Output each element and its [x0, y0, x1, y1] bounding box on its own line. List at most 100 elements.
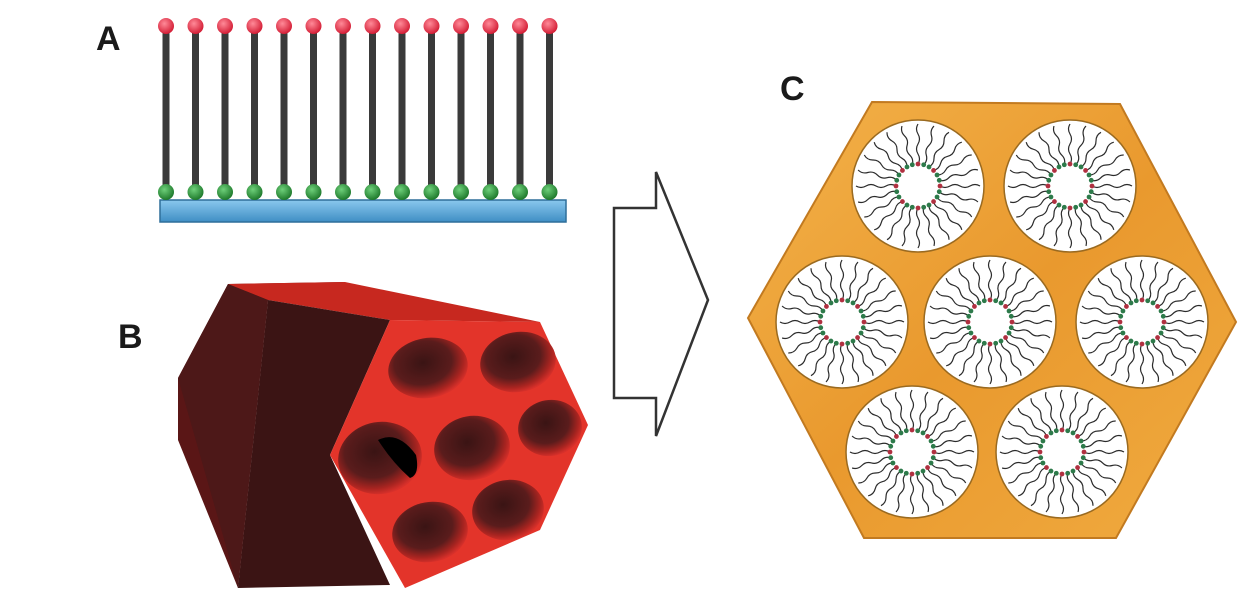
surfactant-tail	[1011, 319, 1053, 325]
hydrocarbon-chain	[310, 28, 317, 190]
surfactant-tail	[1081, 305, 1122, 317]
surfactant-head	[968, 330, 974, 336]
surfactant-tail	[1110, 268, 1132, 303]
surfactant-head	[855, 335, 860, 340]
surfactant-tail	[863, 304, 903, 318]
surfactant-tail	[1160, 332, 1197, 354]
surfactant-head	[1081, 449, 1087, 455]
surfactant-tail	[1038, 132, 1060, 167]
surfactant-tail	[1005, 337, 1035, 366]
surfactant-head	[1006, 308, 1012, 314]
surfactant-head	[817, 319, 823, 325]
surfactant-head	[981, 340, 987, 346]
surfactant-tail	[863, 319, 905, 325]
surfactant-molecule	[305, 18, 322, 200]
anchor-group	[482, 184, 499, 200]
surfactant-head	[926, 202, 932, 208]
surfactant-tail	[1066, 473, 1080, 513]
polar-head	[335, 18, 351, 34]
anchor-group	[276, 184, 292, 200]
micelle-pore	[923, 255, 1057, 389]
surfactant-tail	[936, 196, 973, 218]
surfactant-tail	[1162, 327, 1203, 339]
surfactant-head	[966, 313, 972, 319]
surfactant-tail	[1018, 467, 1047, 497]
surfactant-tail	[1139, 343, 1145, 385]
pore-opening	[472, 479, 544, 541]
micelle-pore	[1003, 119, 1137, 253]
surfactant-head	[1006, 330, 1012, 336]
surfactant-tail	[1081, 420, 1116, 442]
surfactant-head	[915, 428, 921, 434]
polar-head	[482, 18, 499, 34]
surfactant-tail	[886, 204, 908, 241]
surfactant-tail	[933, 449, 975, 455]
surfactant-tail	[798, 337, 827, 367]
surfactant-head	[887, 449, 893, 455]
panel-c-label: C	[780, 70, 805, 108]
surfactant-tail	[861, 290, 896, 312]
pore-opening	[388, 337, 468, 399]
surfactant-tail	[927, 467, 957, 496]
surfactant-head	[920, 430, 926, 436]
surfactant-tail	[1110, 340, 1132, 377]
surfactant-head	[1089, 183, 1095, 189]
surfactant-tail	[946, 337, 975, 367]
surfactant-head	[966, 325, 972, 331]
surfactant-tail	[847, 261, 859, 302]
surfactant-head	[1088, 189, 1094, 195]
surfactant-head	[1088, 177, 1094, 183]
surfactant-tail	[851, 435, 892, 447]
surfactant-tail	[1088, 196, 1125, 218]
micelle-pore	[995, 385, 1129, 519]
surfactant-head	[833, 298, 839, 304]
surfactant-tail	[880, 398, 902, 433]
surfactant-tail	[1152, 267, 1174, 304]
anchor-group	[187, 184, 204, 200]
hydrocarbon-chain	[487, 28, 494, 190]
surfactant-head	[930, 455, 936, 461]
surfactant-tail	[1080, 205, 1102, 240]
surfactant-head	[1061, 162, 1067, 168]
surfactant-tail	[901, 206, 913, 247]
surfactant-tail	[1080, 131, 1102, 168]
surfactant-tail	[1052, 125, 1066, 165]
surfactant-head	[1048, 172, 1054, 178]
surfactant-tail	[863, 154, 900, 176]
surfactant-head	[1048, 430, 1054, 436]
surfactant-head	[976, 338, 982, 344]
surfactant-tail	[909, 389, 915, 431]
surfactant-head	[1065, 470, 1071, 476]
surfactant-head	[1158, 308, 1164, 314]
surfactant-head	[820, 308, 826, 314]
surfactant-tail	[931, 420, 966, 442]
pore-opening	[338, 421, 422, 495]
anchor-group	[541, 184, 558, 200]
surfactant-tail	[839, 343, 845, 385]
surfactant-tail	[1015, 154, 1052, 176]
surfactant-head	[1008, 325, 1014, 331]
surfactant-tail	[917, 391, 929, 432]
surfactant-head	[896, 194, 902, 200]
polar-head	[512, 18, 528, 34]
pore-wall	[851, 119, 985, 253]
surfactant-head	[1139, 297, 1145, 303]
pore-opening	[434, 415, 510, 481]
surfactant-tail	[1016, 196, 1051, 218]
surfactant-molecule	[158, 18, 174, 200]
surfactant-tail	[1017, 408, 1047, 437]
surfactant-molecule	[364, 18, 381, 200]
surfactant-head	[928, 460, 934, 466]
surfactant-tail	[857, 420, 894, 442]
pore-channel	[480, 331, 556, 393]
anchor-group	[394, 184, 410, 200]
surfactant-head	[931, 199, 936, 204]
surfactant-tail	[825, 342, 837, 383]
surfactant-head	[1080, 455, 1086, 461]
micelle-pore	[845, 385, 979, 519]
surfactant-tail	[1091, 183, 1133, 189]
surfactant-tail	[1045, 472, 1057, 513]
surfactant-head	[1003, 304, 1008, 309]
surfactant-head	[890, 438, 896, 444]
surfactant-tail	[973, 342, 985, 383]
